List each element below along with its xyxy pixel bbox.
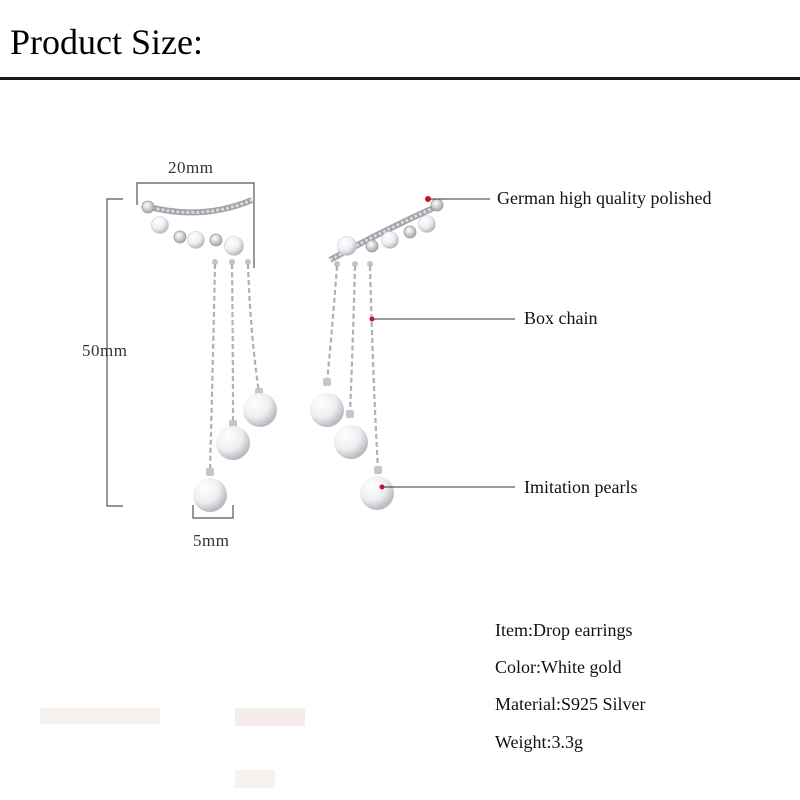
- pearl-dimension-label: 5mm: [193, 531, 230, 550]
- left-earring: [141, 197, 277, 512]
- length-dimension-line: [106, 198, 123, 507]
- width-dimension-label: 20mm: [168, 158, 214, 177]
- page-title: Product Size:: [10, 22, 203, 62]
- marker-dot: [425, 196, 431, 202]
- background-smudge: [235, 770, 275, 788]
- callout-polished: [425, 196, 490, 202]
- callout-box-chain: [369, 316, 515, 322]
- pearl-dimension-line: [192, 505, 234, 519]
- length-dimension-label: 50mm: [82, 341, 128, 360]
- marker-dot: [369, 316, 375, 322]
- spec-material: Material:S925 Silver: [495, 694, 646, 714]
- title-divider: [0, 77, 800, 80]
- callout-label-polished: German high quality polished: [497, 188, 712, 208]
- background-smudge: [40, 708, 160, 724]
- spec-weight: Weight:3.3g: [495, 732, 584, 752]
- width-dimension-line: [136, 182, 255, 268]
- spec-color: Color:White gold: [495, 657, 622, 677]
- callout-label-box-chain: Box chain: [524, 308, 598, 328]
- right-earring: [310, 198, 444, 510]
- callout-label-pearls: Imitation pearls: [524, 477, 638, 497]
- callout-pearls: [379, 484, 515, 490]
- background-smudge: [235, 708, 305, 726]
- spec-item: Item:Drop earrings: [495, 620, 633, 640]
- marker-dot: [379, 484, 385, 490]
